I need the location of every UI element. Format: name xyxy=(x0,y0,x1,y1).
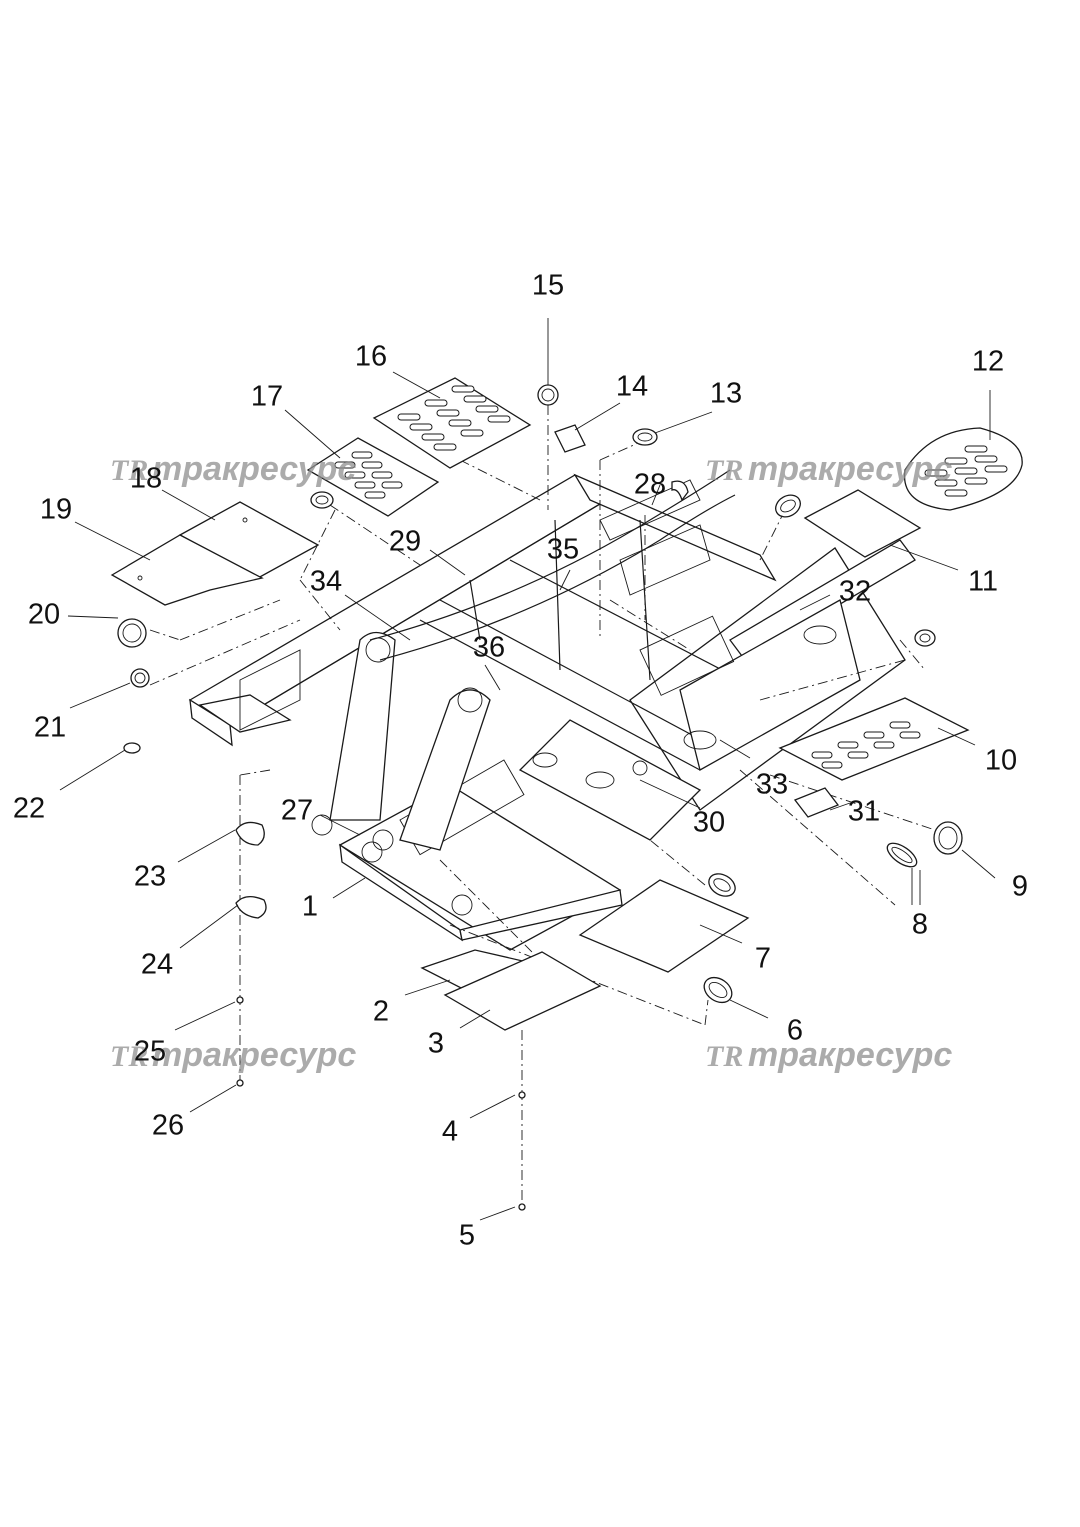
part-label-13: 13 xyxy=(710,378,742,410)
watermark-group: TR тракресурс TR тракресурс TR тракресур… xyxy=(110,450,952,1074)
part-label-25: 25 xyxy=(134,1036,166,1068)
part-label-26: 26 xyxy=(152,1110,184,1142)
watermark-logo: TR xyxy=(110,1040,148,1073)
watermark: TR тракресурс xyxy=(705,1036,952,1074)
part-label-20: 20 xyxy=(28,599,60,631)
watermark-text: тракресурс xyxy=(748,450,952,488)
watermark-text: тракресурс xyxy=(152,450,356,488)
part-label-14: 14 xyxy=(616,371,648,403)
watermark-logo: TR xyxy=(705,454,743,487)
part-label-23: 23 xyxy=(134,861,166,893)
part-label-16: 16 xyxy=(355,341,387,373)
part-label-6: 6 xyxy=(787,1015,803,1047)
part-label-7: 7 xyxy=(755,943,771,975)
part-label-32: 32 xyxy=(839,576,871,608)
part-label-4: 4 xyxy=(442,1116,458,1148)
part-label-10: 10 xyxy=(985,745,1017,777)
part-label-34: 34 xyxy=(310,566,342,598)
part-label-24: 24 xyxy=(141,949,173,981)
watermark: TR тракресурс xyxy=(110,450,356,488)
leader-lines xyxy=(59,318,996,1221)
part-label-31: 31 xyxy=(848,796,880,828)
part-label-5: 5 xyxy=(459,1220,475,1252)
part-labels: 1 2 3 4 5 6 7 8 9 10 11 12 13 14 15 16 1… xyxy=(13,270,1028,1252)
part-label-30: 30 xyxy=(693,807,725,839)
part-label-2: 2 xyxy=(373,996,389,1028)
main-frame xyxy=(188,469,916,951)
watermark-text: тракресурс xyxy=(152,1036,356,1074)
watermark-logo: TR xyxy=(110,454,148,487)
assembly-lines xyxy=(149,405,936,1205)
watermark: TR тракресурс xyxy=(705,450,952,488)
watermark-logo: TR xyxy=(705,1040,743,1073)
part-label-18: 18 xyxy=(130,463,162,495)
part-label-15: 15 xyxy=(532,270,564,302)
part-label-3: 3 xyxy=(428,1028,444,1060)
part-label-1: 1 xyxy=(302,891,318,923)
watermark: TR тракресурс xyxy=(110,1036,356,1074)
part-label-28: 28 xyxy=(634,469,666,501)
part-label-17: 17 xyxy=(251,381,283,413)
part-label-36: 36 xyxy=(473,632,505,664)
part-label-29: 29 xyxy=(389,526,421,558)
part-label-33: 33 xyxy=(756,769,788,801)
watermark-text: тракресурс xyxy=(748,1036,952,1074)
part-label-9: 9 xyxy=(1012,871,1028,903)
seals-and-grommets xyxy=(117,384,963,1211)
part-label-21: 21 xyxy=(34,712,66,744)
part-label-35: 35 xyxy=(547,534,579,566)
part-label-12: 12 xyxy=(972,346,1004,378)
part-label-11: 11 xyxy=(968,566,998,598)
part-label-22: 22 xyxy=(13,793,45,825)
part-label-8: 8 xyxy=(912,909,928,941)
cover-plates xyxy=(110,377,1023,1031)
part-label-19: 19 xyxy=(40,494,72,526)
part-label-27: 27 xyxy=(281,795,313,827)
